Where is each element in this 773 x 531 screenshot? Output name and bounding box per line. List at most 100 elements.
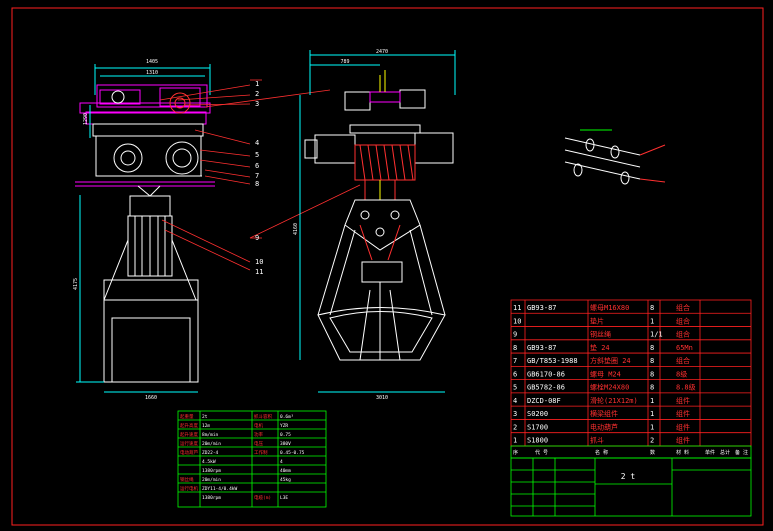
- spec-cell: 起升速度: [180, 431, 198, 438]
- spec-cell: 运行速度: [180, 440, 198, 447]
- spec-cell: 4: [280, 459, 283, 465]
- parts-row-qty: 1: [650, 317, 654, 325]
- parts-row-name: 横梁组件: [590, 409, 618, 418]
- parts-row-no: 4: [513, 397, 517, 405]
- dim-front-left2: 1290: [83, 113, 89, 125]
- parts-row-name: 抓斗: [590, 436, 604, 445]
- parts-row-no: 10: [513, 317, 521, 325]
- spec-cell: 电机: [254, 422, 263, 429]
- parts-row-qty: 1: [650, 410, 654, 418]
- parts-row-code: S1700: [527, 423, 548, 431]
- spec-cell: 45kg: [280, 477, 291, 483]
- parts-row-qty: 8: [650, 304, 654, 312]
- spec-cell: 电动葫芦: [180, 449, 198, 456]
- spec-cell: 起重量: [180, 413, 194, 420]
- parts-row-code: GB6170-86: [527, 370, 565, 378]
- callout-1: 1: [255, 80, 259, 88]
- spec-cell: 钢丝绳: [180, 476, 194, 483]
- spec-cell: 2t: [202, 414, 208, 420]
- parts-row-name: 方斜垫圈 24: [590, 356, 631, 365]
- parts-row-no: 7: [513, 357, 517, 365]
- parts-row-name: 垫片: [590, 316, 604, 325]
- drawing-border: [11, 7, 764, 526]
- callout-7: 7: [255, 172, 259, 180]
- parts-row-code: S0200: [527, 410, 548, 418]
- parts-row-name: 滑轮(21X12m): [590, 396, 638, 405]
- parts-row-mat: 组件: [676, 436, 690, 445]
- spec-cell: YZR: [280, 423, 288, 429]
- parts-row-qty: 8: [650, 344, 654, 352]
- title-block: [510, 445, 752, 517]
- parts-header-cell: 材 料: [676, 449, 689, 456]
- spec-cell: ZD22-4: [202, 450, 219, 456]
- callout-leaders: [159, 79, 361, 271]
- callout-11: 11: [255, 268, 263, 276]
- dim-front-left: 4175: [73, 278, 79, 290]
- spec-cell: L3E: [280, 495, 288, 501]
- parts-row-mat: 组件: [676, 396, 690, 405]
- spec-cell: 4.5kW: [202, 459, 216, 465]
- callout-4: 4: [255, 139, 259, 147]
- spec-cell: 20m/min: [202, 477, 221, 483]
- parts-row-mat: 8.8级: [676, 383, 696, 392]
- parts-row-qty: 2: [650, 437, 654, 445]
- detail-view: [564, 129, 666, 185]
- dim-front-top: 1405: [146, 59, 158, 65]
- spec-cell: 工作制: [254, 449, 268, 456]
- parts-row-qty: 8: [650, 370, 654, 378]
- callout-6: 6: [255, 162, 259, 170]
- spec-cell: 380V: [280, 441, 291, 447]
- parts-row-qty: 8: [650, 384, 654, 392]
- side-view: [299, 50, 456, 393]
- dim-side-top2: 789: [340, 59, 349, 65]
- callout-8: 8: [255, 180, 259, 188]
- parts-row-mat: 8级: [676, 369, 687, 378]
- spec-cell: 20m/min: [202, 441, 221, 447]
- spec-cell: 0.45-0.75: [280, 450, 305, 456]
- spec-cell: 0.6m³: [280, 414, 294, 420]
- parts-row-code: GB93-87: [527, 344, 557, 352]
- dim-front-bottom: 1660: [145, 395, 157, 401]
- dim-side-bottom: 3010: [376, 395, 388, 401]
- parts-row-no: 6: [513, 370, 517, 378]
- parts-row-mat: 组合: [676, 303, 690, 312]
- parts-header-cell: 单件: [705, 449, 715, 456]
- parts-row-mat: 组合: [676, 356, 690, 365]
- spec-cell: 40mm: [280, 468, 291, 474]
- parts-row-no: 1: [513, 437, 517, 445]
- parts-row-mat: 组件: [676, 422, 690, 431]
- spec-cell: 8m/min: [202, 432, 219, 438]
- parts-row-no: 3: [513, 410, 517, 418]
- parts-row-code: GB/T853-1988: [527, 357, 578, 365]
- spec-cell: 抓斗容积: [254, 413, 272, 420]
- spec-cell: 12m: [202, 423, 210, 429]
- parts-row-mat: 组合: [676, 316, 690, 325]
- parts-row-mat: 65Mn: [676, 344, 693, 352]
- spec-cell: 运行电机: [180, 485, 198, 492]
- parts-header-cell: 代 号: [535, 449, 548, 456]
- parts-row-qty: 1: [650, 397, 654, 405]
- callout-5: 5: [255, 151, 259, 159]
- dim-side-left: 4160: [293, 223, 299, 235]
- parts-header-cell: 备 注: [735, 449, 748, 456]
- spec-cell: 1380rpm: [202, 495, 221, 501]
- callout-labels: 1 2 3 4 5 6 7 8 9 10 11: [255, 80, 263, 276]
- parts-row-name: 螺栓M24X80: [590, 383, 629, 392]
- parts-row-qty: 8: [650, 357, 654, 365]
- parts-row-mat: 组件: [676, 409, 690, 418]
- parts-header-cell: 序: [513, 449, 518, 456]
- parts-row-code: GB93-87: [527, 304, 557, 312]
- spec-cell: 1380rpm: [202, 468, 221, 474]
- parts-row-qty: 1: [650, 423, 654, 431]
- spec-cell: ZDY11-4/0.4kW: [202, 486, 238, 492]
- callout-3: 3: [255, 100, 259, 108]
- parts-row-code: S1800: [527, 437, 548, 445]
- parts-row-no: 5: [513, 384, 517, 392]
- parts-row-name: 电动葫芦: [590, 422, 618, 431]
- callout-10: 10: [255, 258, 263, 266]
- spec-cell: 功率: [254, 431, 263, 438]
- parts-table-header: 序代 号名 称数材 料单件总计备 注: [513, 449, 748, 456]
